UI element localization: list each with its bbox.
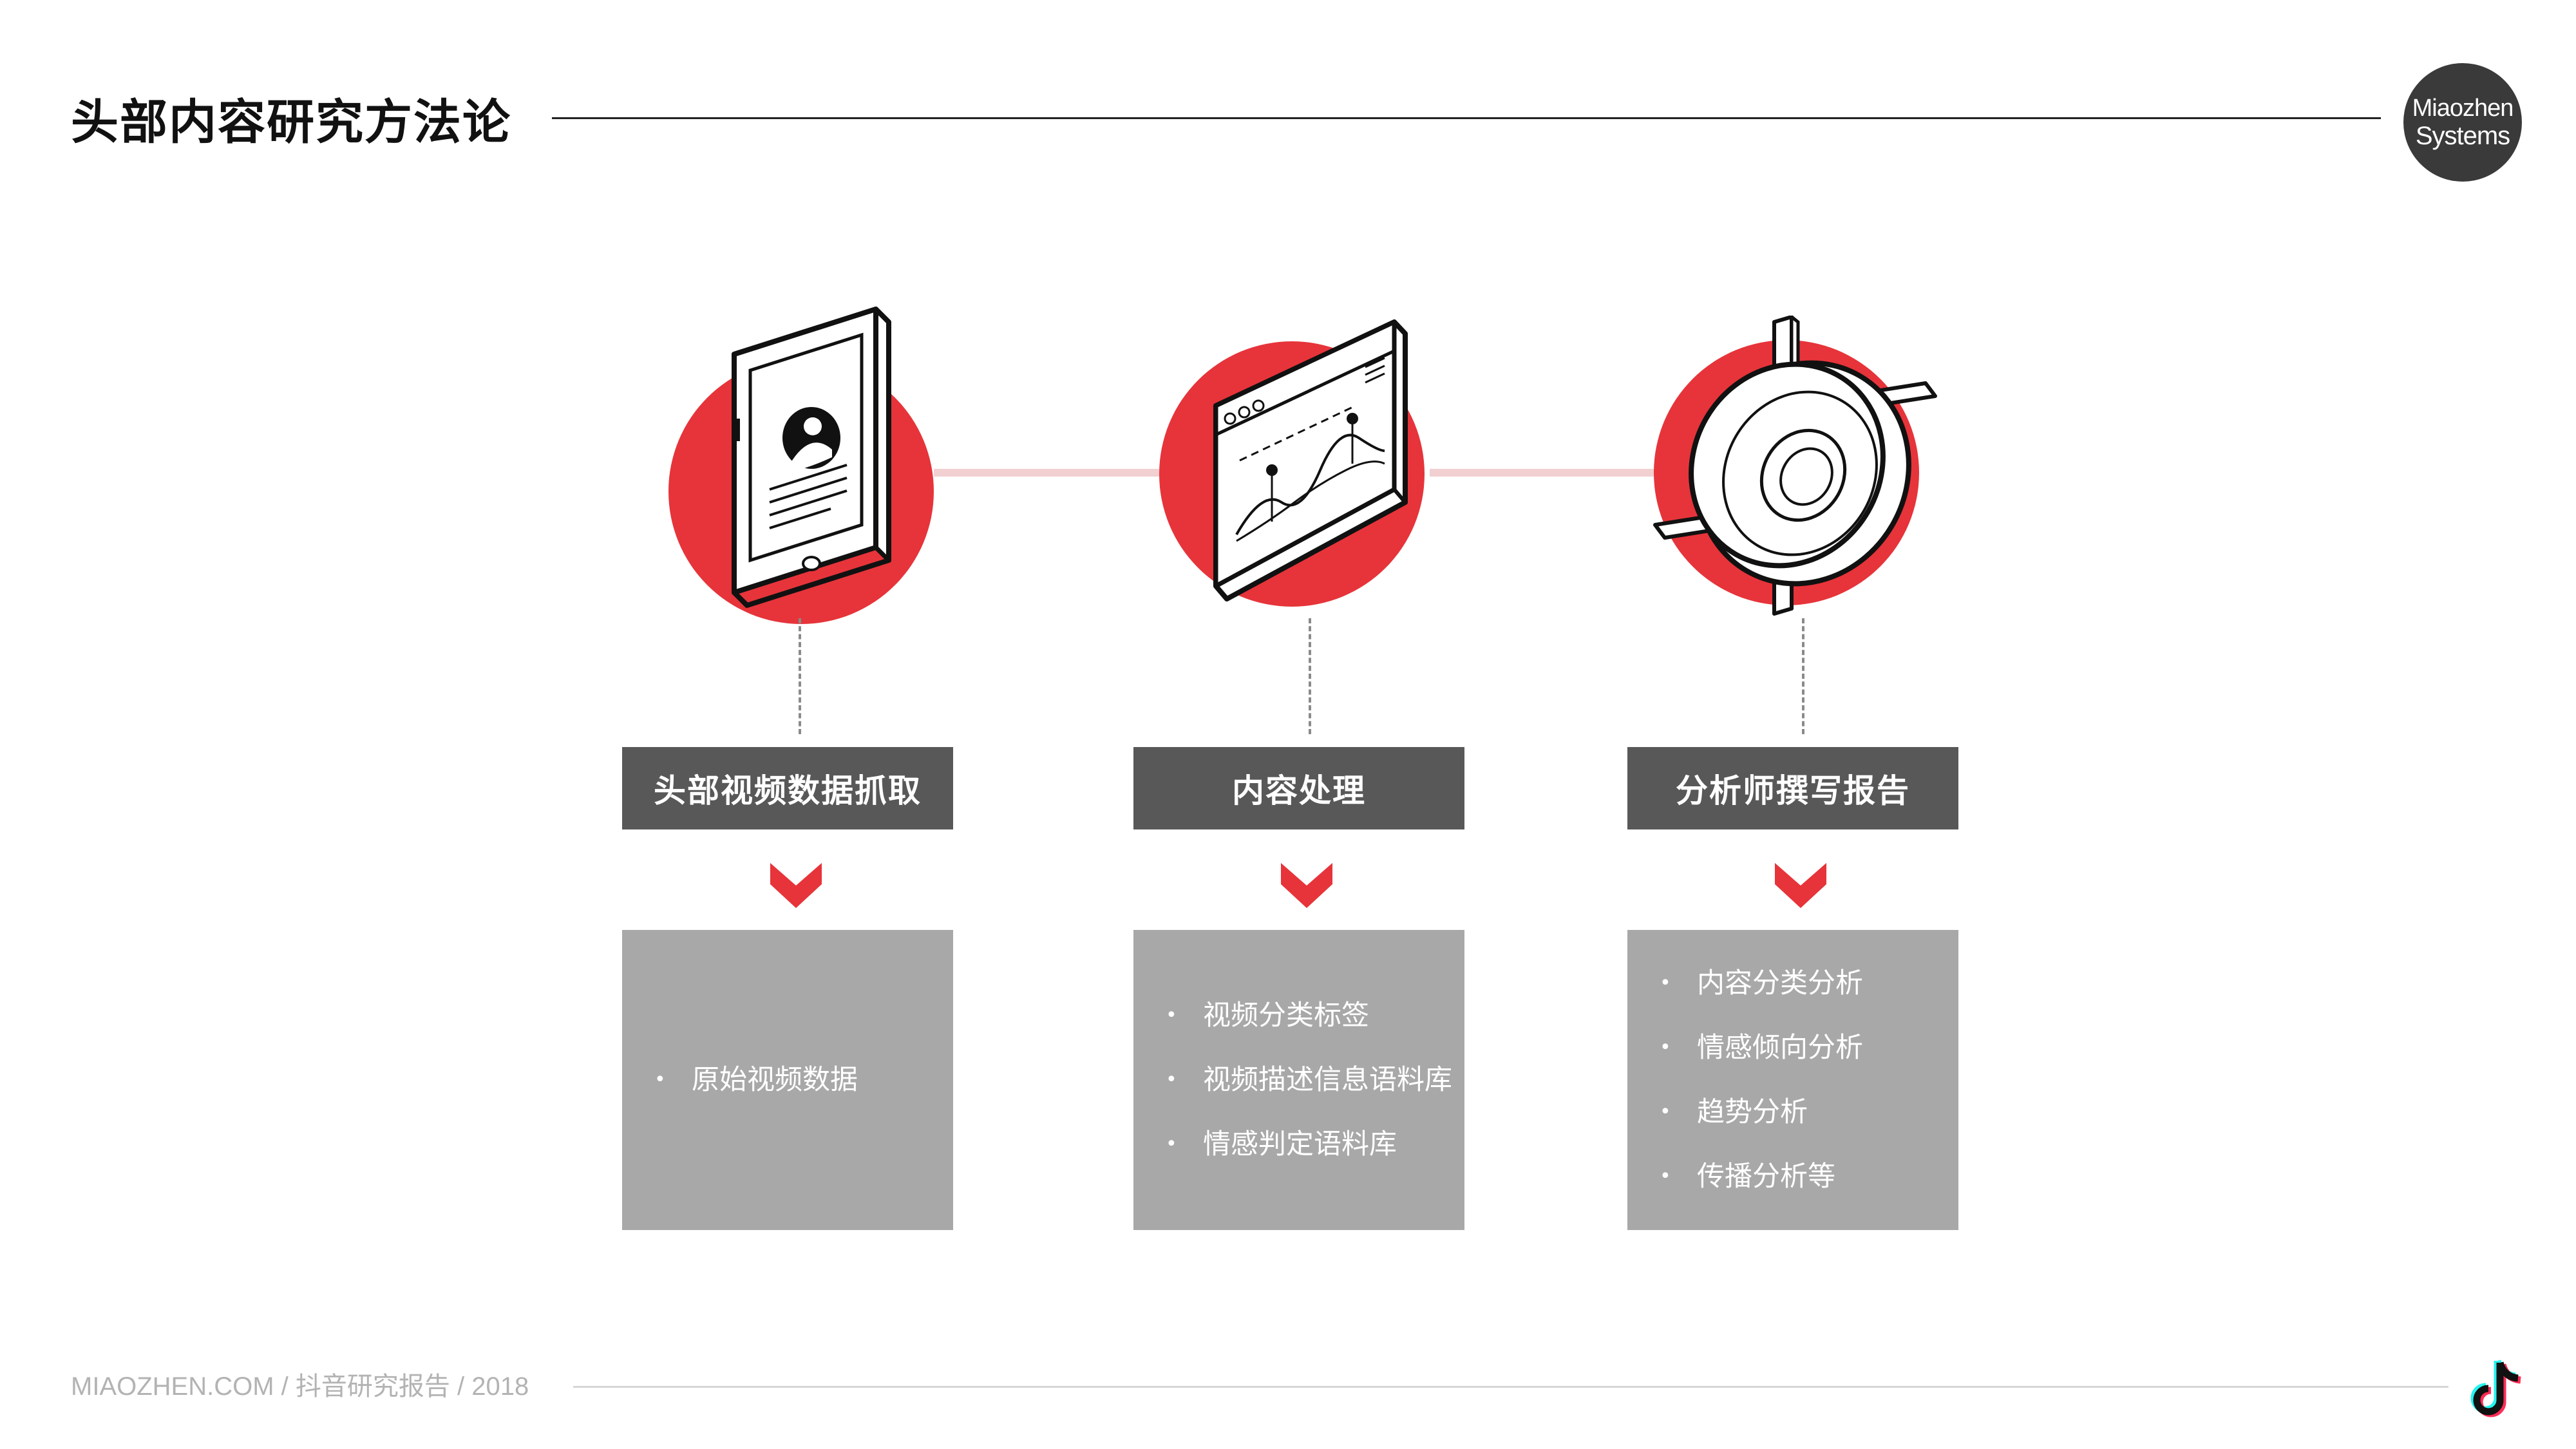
tablet-profile-icon bbox=[732, 307, 891, 608]
list-item: • 视频分类标签 bbox=[1166, 983, 1464, 1048]
list-item: • 情感倾向分析 bbox=[1660, 1016, 1958, 1080]
bullet-icon: • bbox=[1660, 1165, 1671, 1188]
bullet-icon: • bbox=[654, 1068, 666, 1091]
target-disc-icon bbox=[1653, 316, 1937, 616]
chevron-down-icon bbox=[770, 863, 822, 908]
list-item-text: 内容分类分析 bbox=[1697, 967, 1863, 999]
bullet-icon: • bbox=[1166, 1004, 1177, 1027]
chevron-down-icon bbox=[1281, 863, 1332, 908]
bullet-icon: • bbox=[1166, 1133, 1177, 1155]
bullet-icon: • bbox=[1660, 1036, 1671, 1059]
dashed-connector bbox=[1309, 618, 1311, 734]
connector-line bbox=[1430, 469, 1655, 477]
list-item: • 内容分类分析 bbox=[1660, 951, 1958, 1016]
list-item-text: 传播分析等 bbox=[1697, 1160, 1835, 1193]
list-item-text: 情感倾向分析 bbox=[1697, 1032, 1863, 1064]
step-2-header: 内容处理 bbox=[1133, 747, 1464, 829]
step-2-details: • 视频分类标签 • 视频描述信息语料库 • 情感判定语料库 bbox=[1133, 930, 1464, 1230]
bullet-icon: • bbox=[1660, 1101, 1671, 1123]
step-3-details: • 内容分类分析 • 情感倾向分析 • 趋势分析 • 传播分析等 bbox=[1627, 930, 1958, 1230]
list-item-text: 原始视频数据 bbox=[692, 1064, 858, 1096]
list-item: • 原始视频数据 bbox=[654, 1048, 953, 1112]
list-item-text: 趋势分析 bbox=[1697, 1096, 1808, 1128]
list-item-text: 情感判定语料库 bbox=[1203, 1128, 1397, 1160]
tiktok-icon bbox=[2470, 1359, 2521, 1417]
footer-divider bbox=[573, 1386, 2448, 1388]
list-item-text: 视频描述信息语料库 bbox=[1203, 1064, 1452, 1096]
dashed-connector bbox=[1802, 618, 1804, 734]
list-item: • 视频描述信息语料库 bbox=[1166, 1048, 1464, 1112]
step-1-details: • 原始视频数据 bbox=[622, 930, 953, 1230]
list-item: • 趋势分析 bbox=[1660, 1080, 1958, 1144]
miaozhen-logo: Miaozhen Systems bbox=[2403, 63, 2522, 182]
title-divider bbox=[552, 117, 2381, 119]
bullet-icon: • bbox=[1660, 972, 1671, 994]
bullet-icon: • bbox=[1166, 1068, 1177, 1091]
step-1-header: 头部视频数据抓取 bbox=[622, 747, 953, 829]
list-item: • 情感判定语料库 bbox=[1166, 1112, 1464, 1177]
dashed-connector bbox=[799, 618, 801, 734]
list-item-text: 视频分类标签 bbox=[1203, 999, 1369, 1032]
logo-line-1: Miaozhen bbox=[2412, 95, 2514, 122]
footer-text: MIAOZHEN.COM / 抖音研究报告 / 2018 bbox=[71, 1372, 529, 1401]
chevron-down-icon bbox=[1775, 863, 1826, 908]
connector-line bbox=[934, 469, 1159, 477]
page-title: 头部内容研究方法论 bbox=[71, 95, 511, 150]
logo-line-2: Systems bbox=[2415, 122, 2510, 150]
list-item: • 传播分析等 bbox=[1660, 1144, 1958, 1209]
browser-chart-icon bbox=[1213, 319, 1408, 601]
step-3-header: 分析师撰写报告 bbox=[1627, 747, 1958, 829]
